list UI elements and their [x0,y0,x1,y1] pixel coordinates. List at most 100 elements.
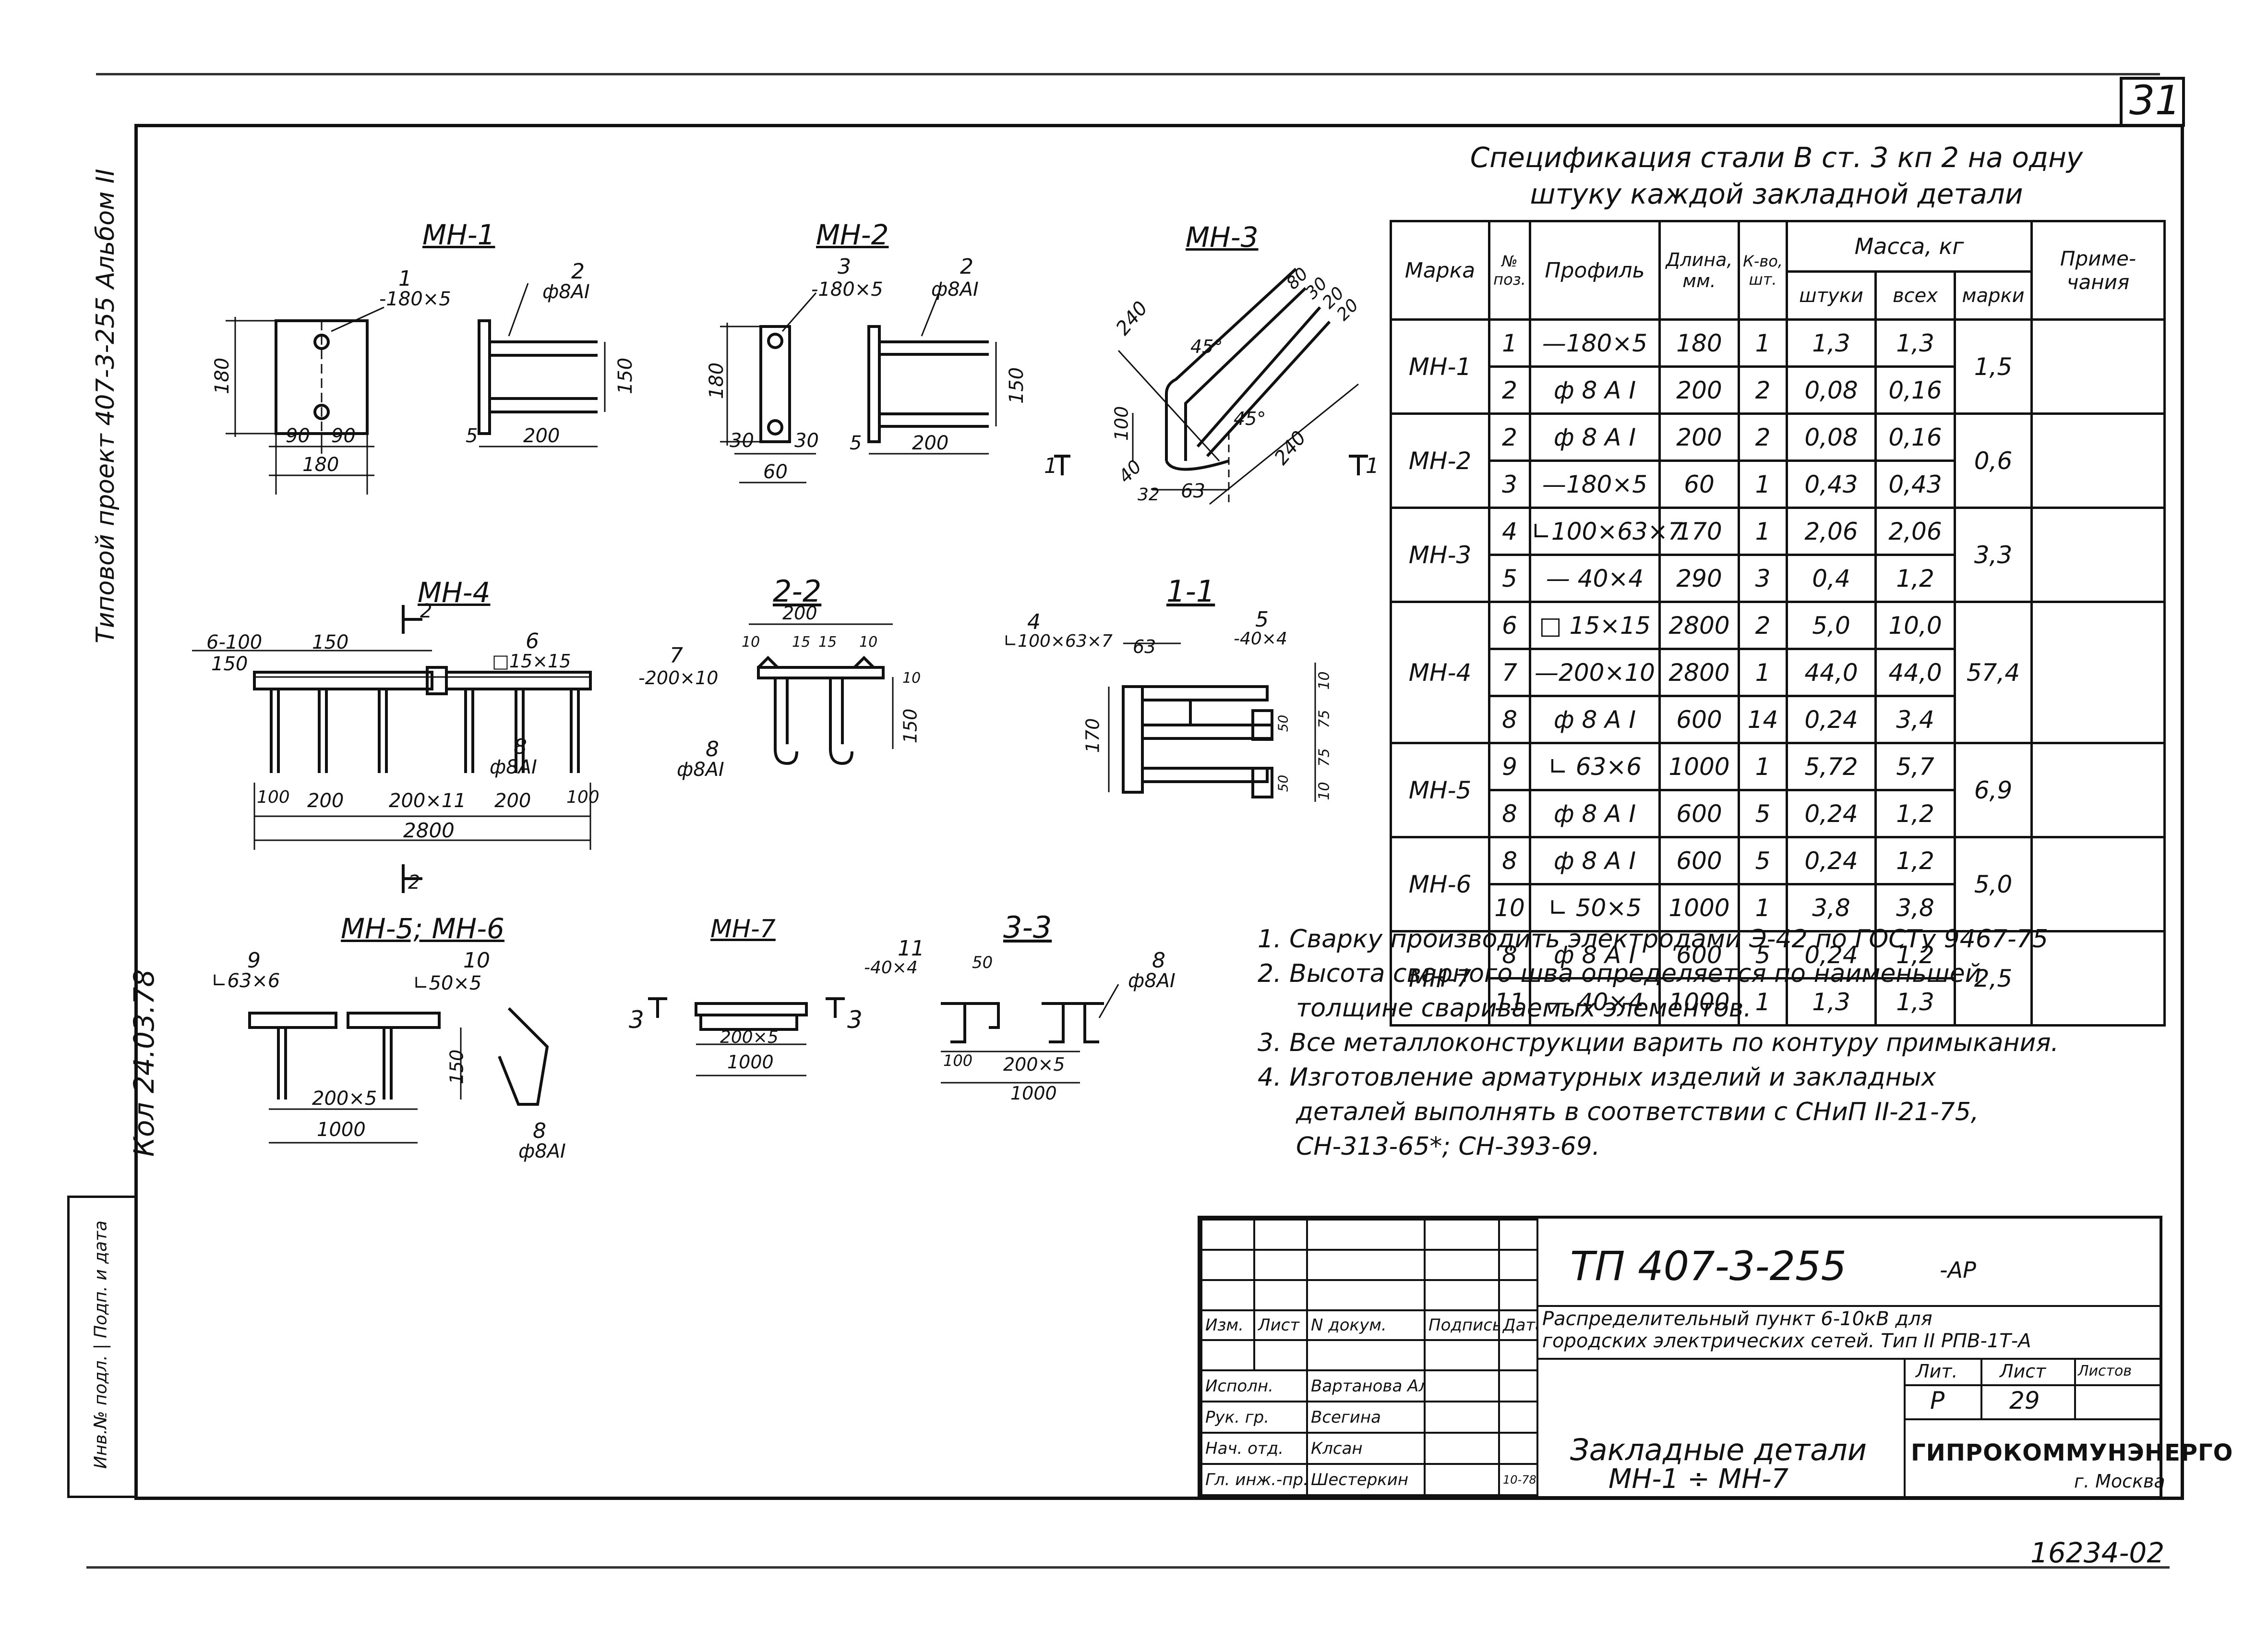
spec-unit-mass-cell: 0,08 [1786,365,1877,415]
mh56-dim-1000: 1000 [317,1119,366,1141]
spec-profile-cell: ф 8 А I [1529,412,1661,462]
mh2-dim-30b: 30 [794,430,819,452]
mh2-dim-150: 150 [1006,367,1028,404]
sec33-dim-100: 100 [943,1052,973,1070]
mh56-pos9-profile: ∟63×6 [211,970,280,992]
sec22-pos7: 7 [670,643,683,668]
spec-qty-cell: 2 [1738,365,1788,415]
mh4-title: МН-4 [418,576,491,609]
spec-length-cell: 200 [1658,412,1740,462]
spec-length-cell: 1000 [1658,742,1740,791]
spec-length-cell: 170 [1658,507,1740,556]
spec-header-all: всех [1874,270,1956,321]
tb-role-2: Рук. гр. [1200,1401,1308,1434]
mh1-dim-height: 180 [211,357,234,395]
spec-qty-cell: 5 [1738,930,1788,979]
mh56-pos8-profile: ф8АI [518,1140,566,1162]
spec-mark-mass-cell: 6,9 [1953,742,2033,838]
spec-note-cell [2030,930,2166,1027]
spec-unit-mass-cell: 1,3 [1786,318,1877,368]
spec-pos-cell: 10 [1488,883,1531,932]
trim-line-top [96,73,2160,75]
spec-mark-mass-cell: 1,5 [1953,318,2033,415]
spec-profile-cell: ∟ 50×5 [1529,883,1661,932]
spec-mark-cell: МН-5 [1390,742,1490,838]
sec11-dim-75b: 75 [1316,748,1333,767]
spec-unit-mass-cell: 3,8 [1786,883,1877,932]
tb-code-suffix: -АР [1940,1257,1976,1283]
note-4-cont: деталей выполнять в соответствии с СНиП … [1296,1098,1979,1126]
mh4-pos8-profile: ф8АI [490,756,537,778]
mh56-pos8: 8 [533,1119,546,1143]
spec-header-length: Длина, мм. [1658,220,1740,321]
trim-line-bottom [86,1566,2170,1569]
spec-length-cell: 1000 [1658,883,1740,932]
spec-unit-mass-cell: 2,06 [1786,507,1877,556]
spec-profile-cell: — 40×4 [1529,554,1661,603]
spec-profile-cell: ф 8 А I [1529,836,1661,885]
spec-mark-mass-cell: 2,5 [1953,930,2033,1027]
spec-header-pos: № поз. [1488,220,1531,321]
note-3: 3. Все металлоконструкции варить по конт… [1258,1028,2059,1057]
mh1-dim-90b: 90 [331,425,356,447]
note-4-cont2: СН-313-65*; СН-393-69. [1296,1132,1600,1161]
mh4-pos6: 6 [526,629,539,653]
spec-note-cell [2030,836,2166,932]
spec-pos-cell: 4 [1488,507,1531,556]
spec-length-cell: 1000 [1658,977,1740,1027]
sec22-dim-200: 200 [782,603,817,624]
mh1-dim-200: 200 [523,425,560,447]
general-notes: 1. Сварку производить электродами Э-42 п… [1258,922,2059,1164]
tb-stage-label: Лит. [1916,1361,1958,1382]
sec33-pos8-profile: ф8АI [1128,970,1176,992]
mh1-pos1-profile: -180×5 [379,288,451,310]
sec33-dim-1000: 1000 [1010,1083,1057,1104]
mh4-pos8: 8 [514,735,527,759]
sec11-dim-63: 63 [1133,636,1156,657]
mh2-dim-5: 5 [850,432,862,454]
spec-mark-mass-cell: 0,6 [1953,412,2033,509]
tb-sheet-value: 29 [2009,1387,2040,1414]
spec-pos-cell: 5 [1488,554,1531,603]
sec22-dim-15a: 15 [792,634,811,651]
sec33-pos8: 8 [1152,948,1165,973]
sec22-dim-10a: 10 [742,634,760,651]
mh3-dim-45b: 45° [1234,408,1266,429]
sec11-dim-50b: 50 [1275,774,1291,792]
mh3-title: МН-3 [1186,221,1259,254]
sec11-pos5-profile: -40×4 [1234,629,1287,649]
spec-unit-mass-cell: 0,24 [1786,789,1877,838]
spec-qty-cell: 2 [1738,601,1788,650]
mh1-dim-180: 180 [302,454,339,476]
spec-pos-cell: 2 [1488,365,1531,415]
spec-header-note: Приме- чания [2030,220,2166,321]
spec-qty-cell: 5 [1738,836,1788,885]
spec-pos-cell: 9 [1488,742,1531,791]
spec-mark-mass-cell: 57,4 [1953,601,2033,744]
corner-number-box [2120,77,2185,127]
sec22-pos8-profile: ф8АI [677,759,724,781]
mh4-dim-200b: 200 [494,790,531,812]
tb-stage-v1 [1980,1358,1982,1420]
spec-title-line1: Спецификация стали В ст. 3 кп 2 на одну [1470,141,2083,174]
mh4-dim-100b: 100 [566,787,600,807]
spec-profile-cell: ф 8 А I [1529,930,1661,979]
spec-all-mass-cell: 1,2 [1874,836,1956,885]
mh56-title: МН-5; МН-6 [341,912,504,945]
tb-date-small: 10-78 [1498,1463,1538,1496]
spec-unit-mass-cell: 0,24 [1786,930,1877,979]
spec-qty-cell: 1 [1738,648,1788,697]
tb-role-4: Гл. инж.-пр. [1200,1463,1308,1496]
tb-stage-value: Р [1930,1387,1945,1414]
tb-role-1: Исполн. [1200,1369,1308,1403]
spec-pos-cell: 8 [1488,836,1531,885]
tb-stage-v2 [2074,1358,2076,1420]
mh4-dim-200a: 200 [307,790,344,812]
mh3-dim-100: 100 [1111,406,1132,441]
tb-col-doc: N докум. [1306,1309,1426,1342]
